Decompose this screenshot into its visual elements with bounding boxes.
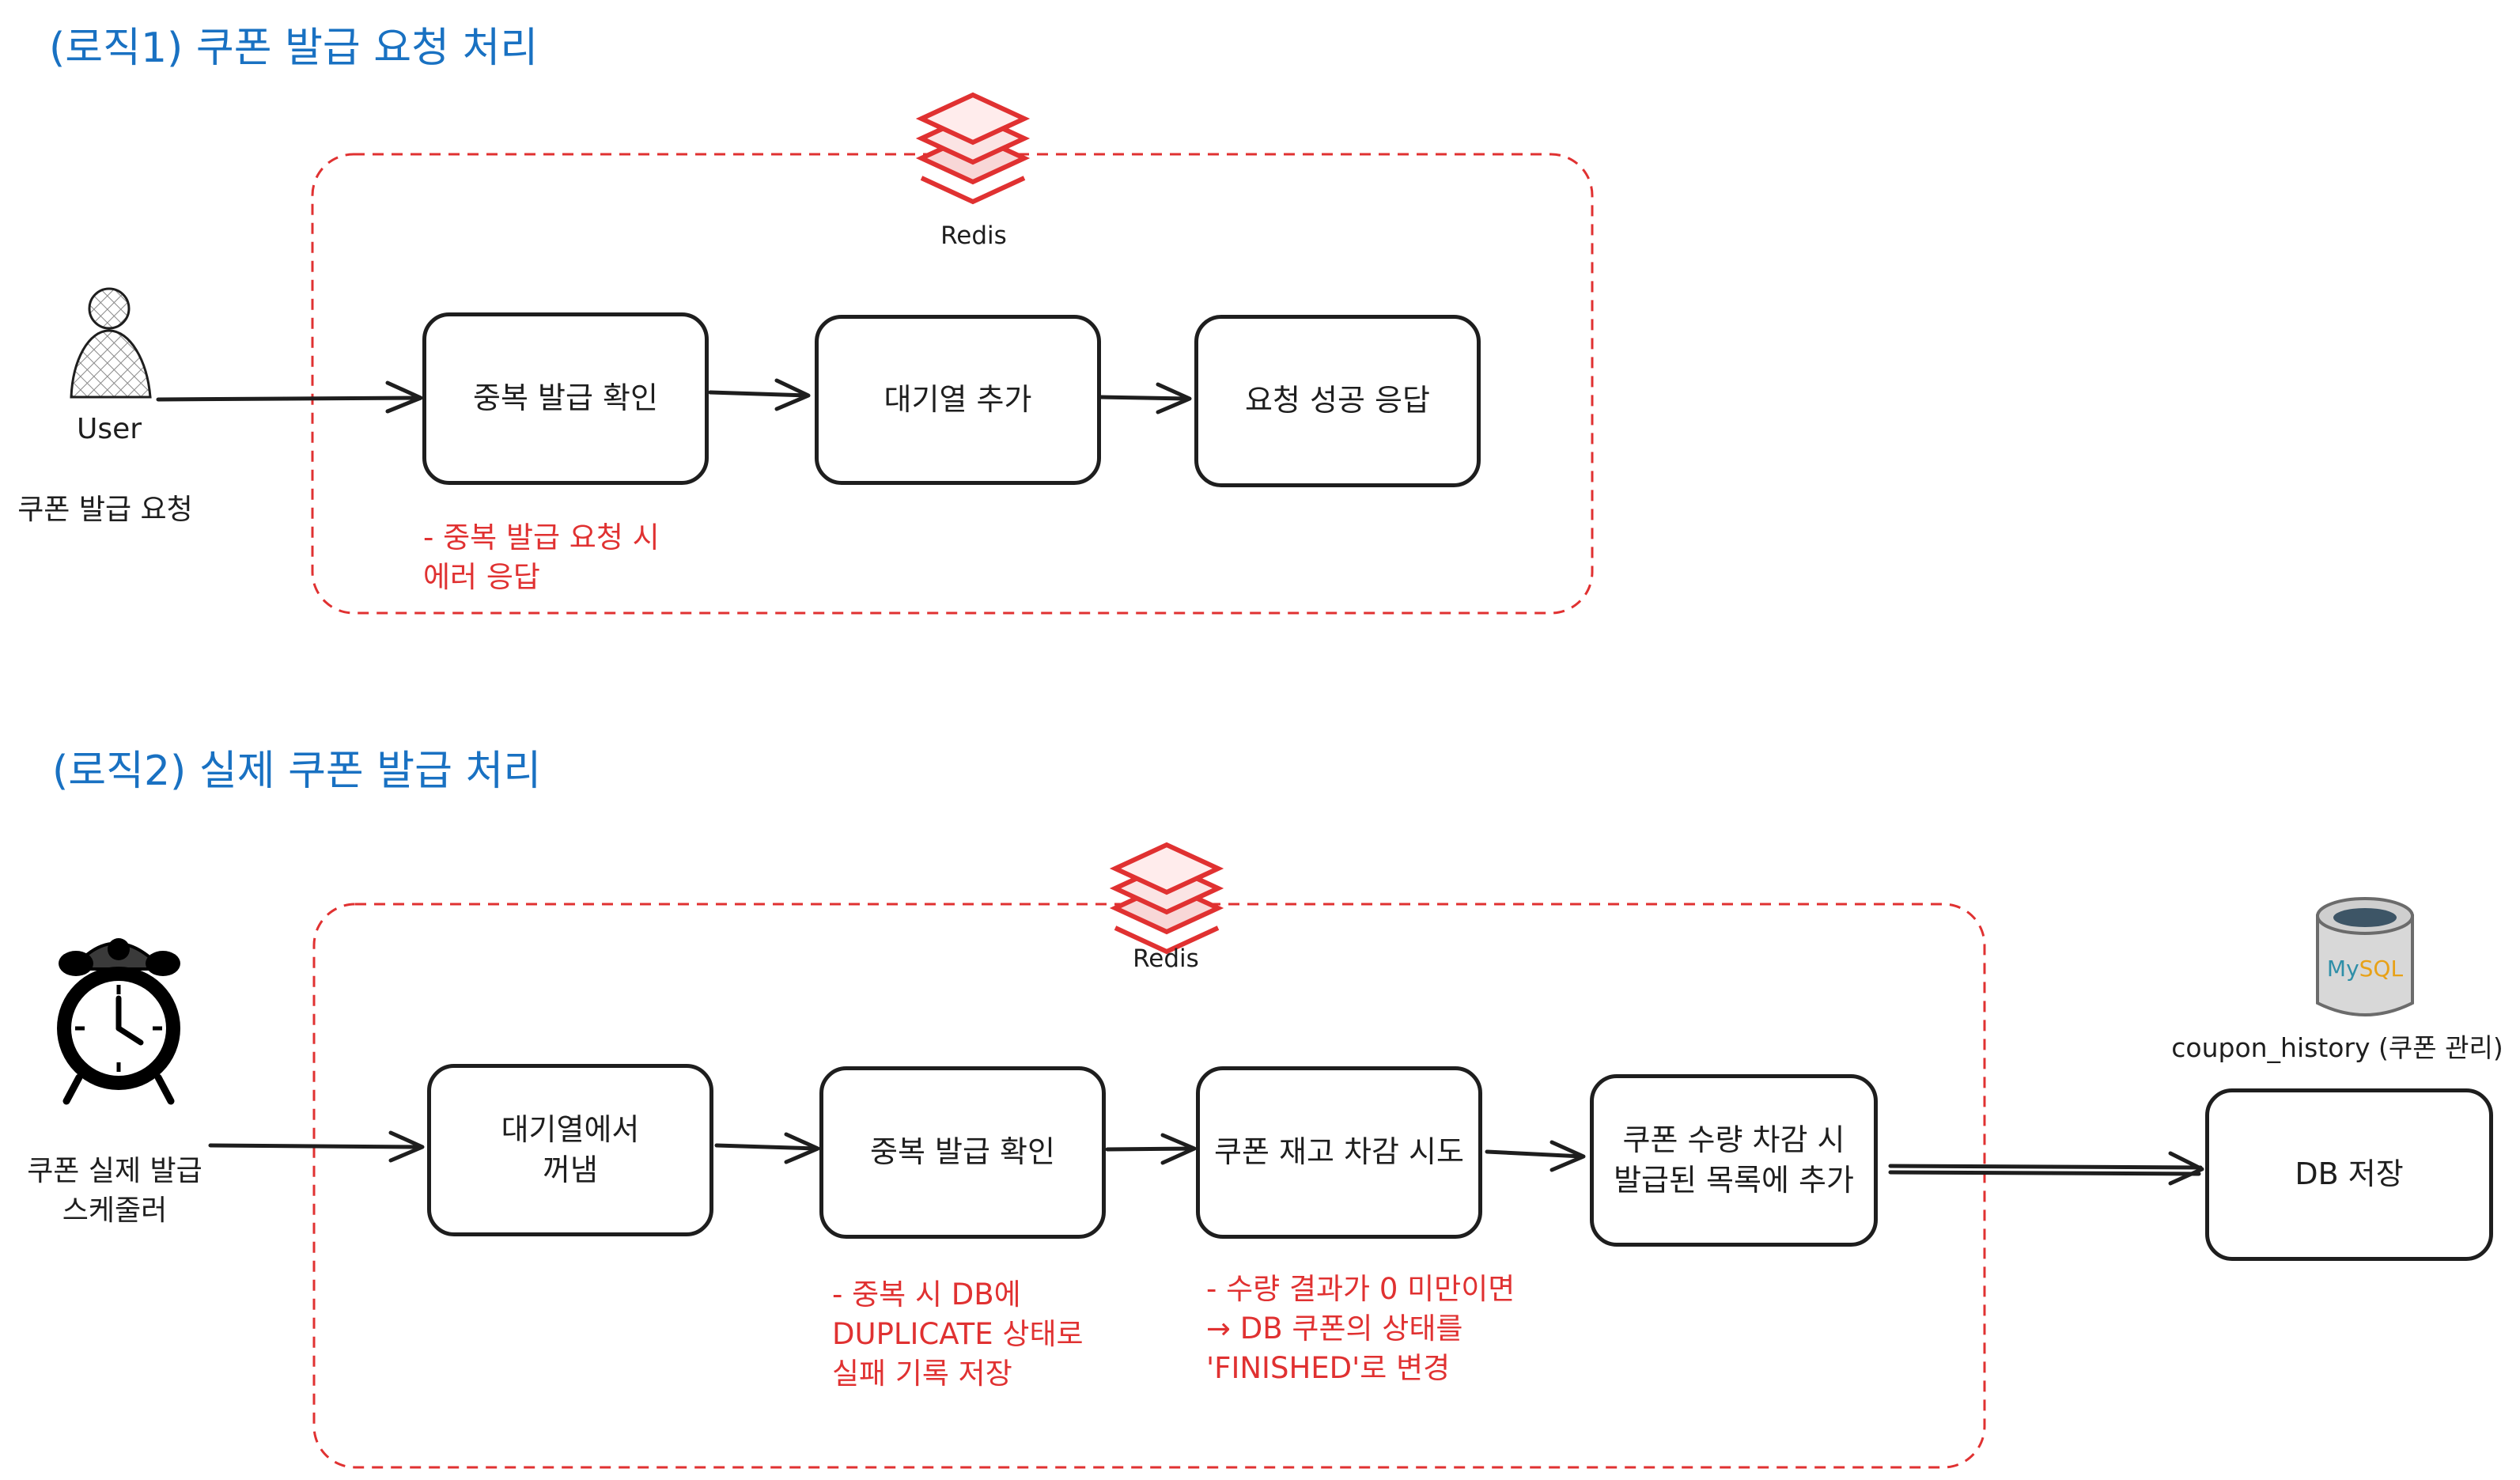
arrow <box>1485 1140 1586 1172</box>
logic1-note: - 중복 발급 요청 시 에러 응답 <box>423 520 660 594</box>
alarm-clock-icon <box>57 938 180 1105</box>
logic2-title: (로직2) 실제 쿠폰 발급 처리 <box>52 748 542 795</box>
redis-label: Redis <box>1133 944 1199 973</box>
step-duplicate-check: 중복 발급 확인 <box>819 1066 1106 1239</box>
stock-note: - 수량 결과가 0 미만이면 → DB 쿠폰의 상태를 'FINISHED'로… <box>1206 1272 1515 1385</box>
arrow <box>714 1132 820 1164</box>
step-enqueue: 대기열 추가 <box>815 315 1101 485</box>
user-icon <box>70 287 152 399</box>
step-stock-decrement: 쿠폰 재고 차감 시도 <box>1196 1066 1482 1239</box>
redis-icon <box>915 92 1031 205</box>
redis-label: Redis <box>940 221 1007 250</box>
scheduler-label: 쿠폰 실제 발급 스케줄러 <box>27 1155 202 1228</box>
mysql-icon <box>2316 897 2414 1016</box>
step-add-issued-list: 쿠폰 수량 차감 시 발급된 목록에 추가 <box>1590 1074 1878 1247</box>
arrow <box>156 380 423 414</box>
step-dequeue: 대기열에서 꺼냄 <box>427 1064 713 1236</box>
step-duplicate-check: 중복 발급 확인 <box>422 312 709 485</box>
mysql-logo-text: MySQL <box>2319 956 2411 982</box>
mysql-my: My <box>2326 956 2359 982</box>
arrow <box>208 1130 425 1163</box>
db-save-box: DB 저장 <box>2205 1088 2493 1261</box>
arrow <box>1099 382 1192 414</box>
mysql-sql: SQL <box>2359 956 2404 982</box>
db-label: coupon_history (쿠폰 관리) <box>2171 1032 2503 1063</box>
arrow <box>1888 1151 2204 1186</box>
user-action-label: 쿠폰 발급 요청 <box>17 494 193 526</box>
arrow <box>708 378 811 411</box>
step-success-response: 요청 성공 응답 <box>1194 315 1481 487</box>
redis-icon <box>1109 842 1224 955</box>
redis-container-logic2 <box>312 903 1986 1469</box>
duplicate-note: - 중복 시 DB에 DUPLICATE 상태로 실패 기록 저장 <box>832 1277 1084 1391</box>
logic1-title: (로직1) 쿠폰 발급 요청 처리 <box>49 25 539 72</box>
arrow <box>1105 1133 1197 1165</box>
user-label: User <box>76 413 142 445</box>
